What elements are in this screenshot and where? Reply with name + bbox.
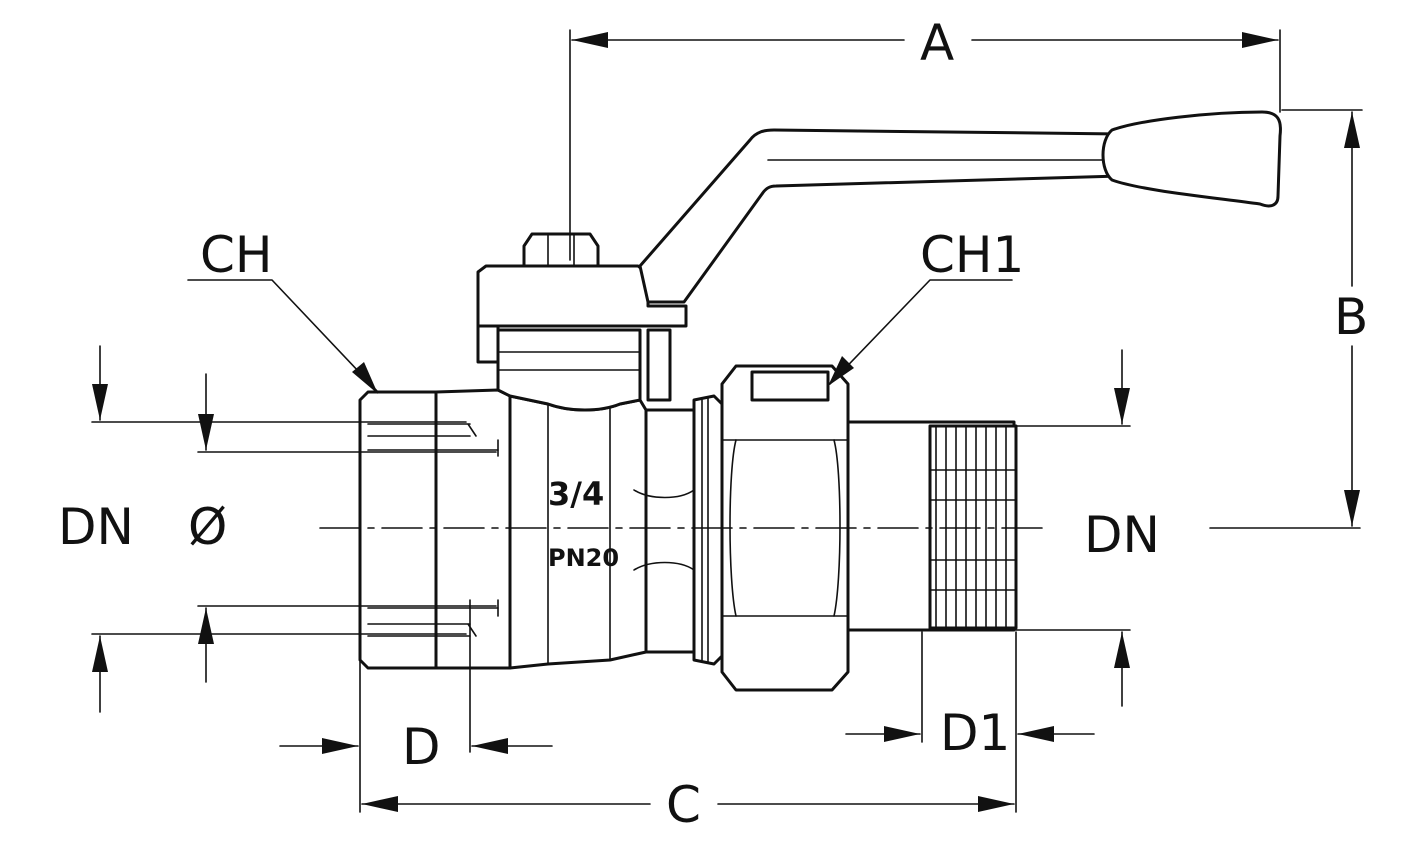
label-CH: CH (200, 226, 273, 284)
lever-handle (638, 128, 1122, 304)
union-nut-notch (750, 370, 830, 402)
female-end-hex (358, 390, 438, 670)
label-diameter: Ø (188, 498, 227, 556)
label-DN-right: DN (1084, 506, 1160, 564)
body-marking-size: 3/4 (548, 475, 604, 513)
thread-ridges (929, 425, 1017, 629)
stop-tab (476, 324, 500, 364)
male-thread (928, 424, 1018, 630)
label-B: B (1334, 288, 1368, 346)
body-marking-pressure: PN20 (548, 544, 619, 572)
female-thread-marks (367, 423, 499, 637)
label-A: A (920, 14, 954, 72)
label-CH1: CH1 (920, 226, 1024, 284)
label-DN-left: DN (58, 498, 134, 556)
valve-body (358, 110, 1282, 692)
label-D: D (402, 718, 441, 776)
stem-nut (522, 232, 600, 268)
dimension-lines (91, 29, 1363, 813)
lever-grip (1101, 110, 1282, 208)
label-C: C (666, 776, 701, 834)
stop-tab-right (646, 328, 672, 402)
central-body (508, 394, 648, 670)
body-neck-right (644, 408, 696, 654)
label-D1: D1 (940, 704, 1010, 762)
